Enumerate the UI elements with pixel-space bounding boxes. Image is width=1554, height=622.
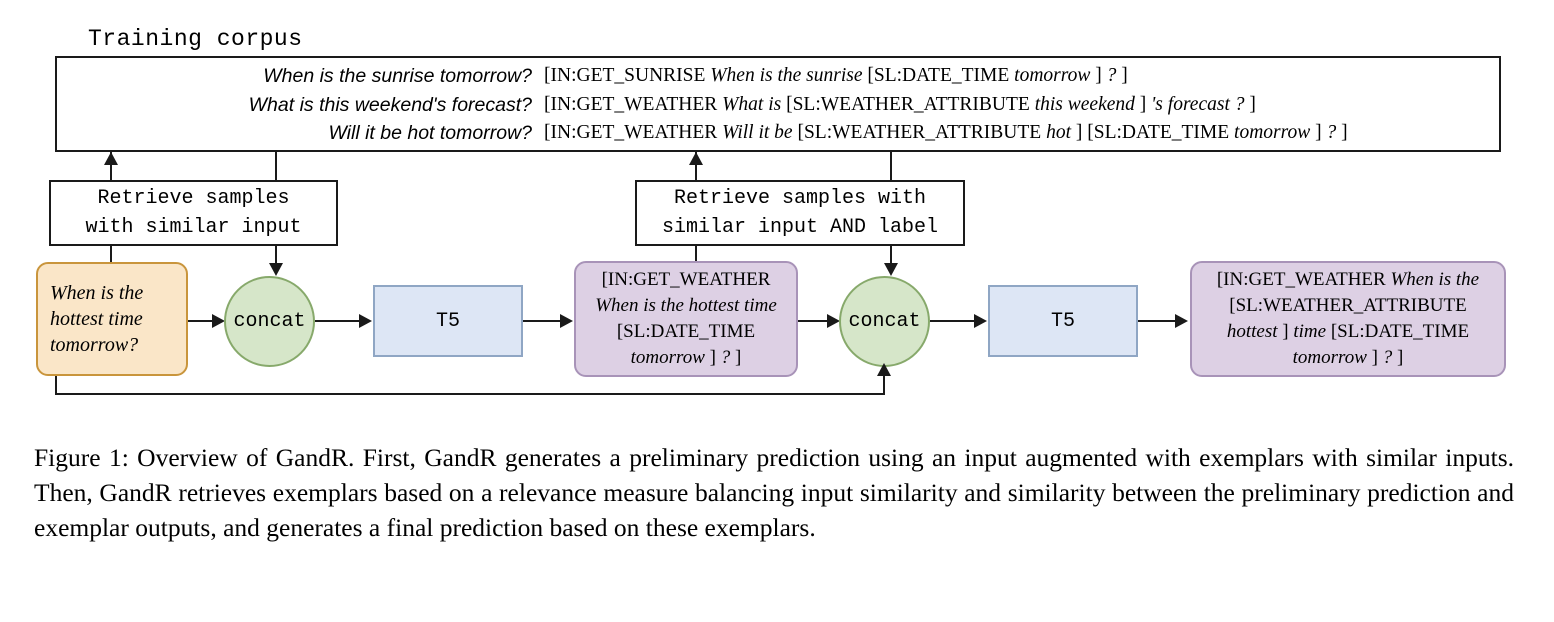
- arrow-down-icon: [269, 263, 283, 276]
- feedback-line-segment-across: [55, 393, 885, 395]
- concat-node-1: concat: [224, 276, 315, 367]
- arrow-right-icon: [1175, 314, 1188, 328]
- retrieve-box-line: with similar input: [85, 216, 302, 239]
- prediction-line: When is the hottest time: [595, 295, 777, 316]
- arrow-right-icon: [827, 314, 840, 328]
- connector-concat2-to-t5-2: [930, 320, 975, 322]
- corpus-query: What is this weekend's forecast?: [248, 93, 532, 116]
- training-corpus-title: Training corpus: [88, 26, 303, 52]
- feedback-line-segment-down: [55, 376, 57, 395]
- prediction-line: [IN:GET_WEATHER: [601, 269, 771, 290]
- t5-model-2: T5: [988, 285, 1138, 357]
- preliminary-prediction-box: [IN:GET_WEATHER When is the hottest time…: [574, 261, 798, 377]
- arrow-down-icon: [884, 263, 898, 276]
- user-input-box: When is the hottest time tomorrow?: [36, 262, 188, 376]
- corpus-label: [IN:GET_WEATHER Will it be [SL:WEATHER_A…: [544, 122, 1348, 143]
- arrow-right-icon: [212, 314, 225, 328]
- user-input-text: When is the hottest time tomorrow?: [50, 282, 144, 356]
- corpus-query: When is the sunrise tomorrow?: [263, 65, 532, 87]
- retrieve-box-line: similar input AND label: [661, 216, 939, 239]
- retrieve-similar-input-box: Retrieve samples with similar input: [49, 180, 338, 246]
- prediction-line: hottest ] time [SL:DATE_TIME: [1226, 321, 1470, 342]
- retrieve-similar-input-and-label-box: Retrieve samples with similar input AND …: [635, 180, 965, 246]
- prediction-line: tomorrow ] ? ]: [1292, 347, 1404, 368]
- arrow-right-icon: [359, 314, 372, 328]
- arrow-right-icon: [560, 314, 573, 328]
- connector-t5-1-to-prediction1: [523, 320, 561, 322]
- corpus-query-column: When is the sunrise tomorrow? What is th…: [57, 62, 532, 148]
- prediction-line: tomorrow ] ? ]: [630, 347, 742, 368]
- connector-t5-2-to-prediction2: [1138, 320, 1176, 322]
- arrow-up-icon: [689, 152, 703, 165]
- connector-concat1-to-t5-1: [315, 320, 360, 322]
- training-corpus-box: When is the sunrise tomorrow? What is th…: [55, 56, 1501, 152]
- figure-caption: Figure 1: Overview of GandR. First, Gand…: [34, 443, 1514, 542]
- corpus-label-column: [IN:GET_SUNRISE When is the sunrise [SL:…: [544, 62, 1499, 148]
- corpus-query: Will it be hot tomorrow?: [328, 122, 532, 144]
- final-prediction-box: [IN:GET_WEATHER When is the [SL:WEATHER_…: [1190, 261, 1506, 377]
- connector-prediction1-to-concat2: [798, 320, 828, 322]
- arrow-up-icon: [104, 152, 118, 165]
- prediction-line: [SL:DATE_TIME: [616, 321, 756, 342]
- retrieve-box-line: Retrieve samples: [97, 187, 290, 210]
- arrow-up-icon: [877, 363, 891, 376]
- retrieve-box-line: Retrieve samples with: [673, 187, 927, 210]
- feedback-line-segment-up: [883, 370, 885, 395]
- corpus-label: [IN:GET_SUNRISE When is the sunrise [SL:…: [544, 65, 1128, 86]
- concat-node-2: concat: [839, 276, 930, 367]
- prediction-line: [SL:WEATHER_ATTRIBUTE: [1229, 295, 1467, 316]
- arrow-right-icon: [974, 314, 987, 328]
- connector-input-to-concat1: [188, 320, 215, 322]
- prediction-line: [IN:GET_WEATHER When is the: [1216, 269, 1480, 290]
- corpus-label: [IN:GET_WEATHER What is [SL:WEATHER_ATTR…: [544, 93, 1256, 115]
- t5-model-1: T5: [373, 285, 523, 357]
